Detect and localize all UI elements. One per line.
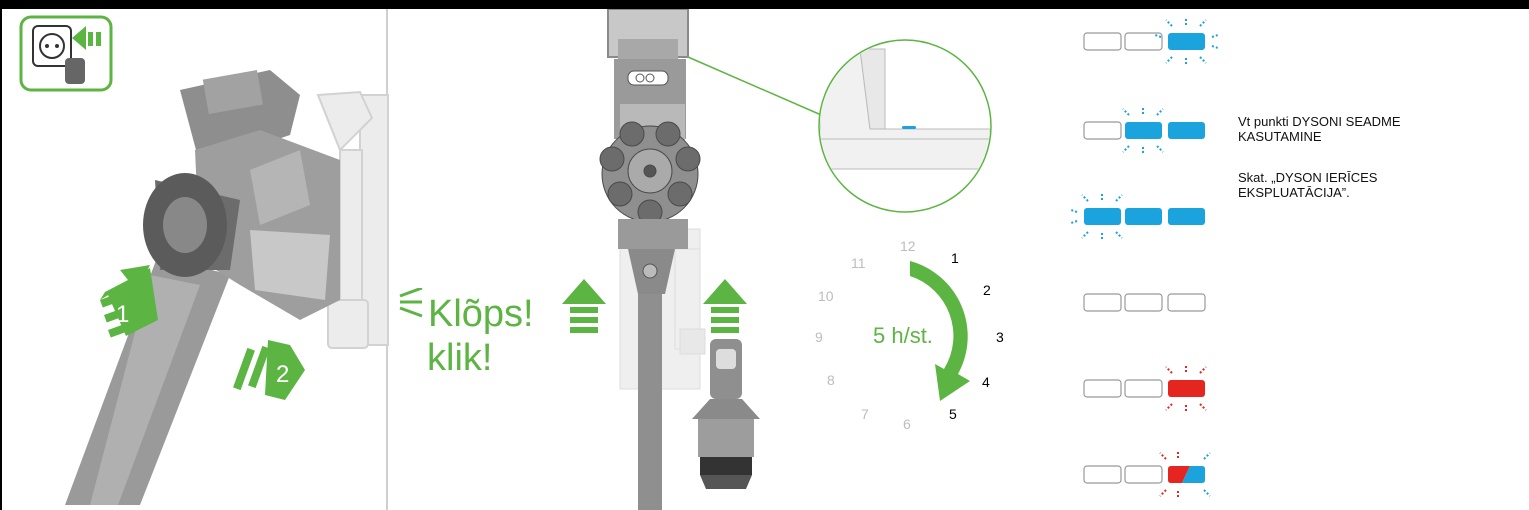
charge-timer-arrow	[910, 261, 970, 401]
led-row-all-off	[1083, 293, 1206, 312]
panel-dock-illustration: 1 2	[19, 9, 389, 510]
step-number-1: 1	[116, 301, 129, 328]
timer-hour-7: 7	[861, 406, 869, 422]
note-latvian: Skat. „DYSON IERĪCES EKSPLUATĀCIJA”.	[1238, 170, 1468, 200]
wall-socket-plug-icon	[19, 15, 113, 92]
led-row-charged	[1070, 192, 1205, 241]
timer-hour-2: 2	[983, 282, 991, 298]
led-row-charging-2	[1083, 106, 1205, 155]
timer-hour-5: 5	[949, 406, 957, 422]
sound-label-estonian: Klõps!	[428, 293, 534, 335]
timer-hour-12: 12	[900, 238, 916, 254]
arrow-step-2	[233, 340, 305, 400]
vacuum-wand	[65, 255, 230, 505]
note-latvian-line1: Skat. „DYSON IERĪCES	[1238, 170, 1378, 185]
status-led	[902, 126, 916, 129]
led-states-column	[1070, 17, 1219, 499]
sound-label-latvian: klik!	[427, 337, 493, 379]
timer-hour-1: 1	[951, 250, 959, 266]
top-border	[0, 0, 1529, 9]
arrow-push-up-left	[562, 279, 606, 333]
timer-hour-10: 10	[818, 288, 834, 304]
arrow-push-up-right	[703, 279, 747, 333]
vacuum-body	[143, 70, 340, 320]
combination-tool	[692, 339, 760, 489]
wall-bracket	[316, 90, 389, 349]
step-number-2: 2	[276, 361, 289, 388]
timer-hour-4: 4	[982, 374, 990, 390]
note-latvian-line2: EKSPLUATĀCIJA”.	[1238, 185, 1350, 200]
zoom-led-detail	[818, 39, 992, 213]
arrow-step-1	[100, 265, 158, 338]
vacuum-tube	[638, 294, 662, 510]
led-row-fault-red-blue	[1083, 450, 1211, 499]
click-sound-icon	[399, 288, 423, 318]
timer-hour-8: 8	[827, 372, 835, 388]
panel-stand-illustration	[562, 9, 992, 510]
charge-duration-label: 5 h/st.	[873, 323, 933, 348]
timer-hour-3: 3	[996, 329, 1004, 345]
note-estonian-line1: Vt punkti DYSONI SEADME	[1238, 114, 1401, 129]
timer-hour-9: 9	[815, 329, 823, 345]
note-estonian: Vt punkti DYSONI SEADME KASUTAMINE	[1238, 114, 1468, 144]
cyclone-assembly	[599, 121, 701, 225]
led-row-fault-red	[1083, 364, 1207, 413]
left-border	[0, 0, 2, 510]
note-estonian-line2: KASUTAMINE	[1238, 129, 1322, 144]
led-row-charging-1	[1083, 17, 1219, 66]
timer-hour-6: 6	[903, 416, 911, 432]
timer-hour-11: 11	[851, 255, 866, 271]
